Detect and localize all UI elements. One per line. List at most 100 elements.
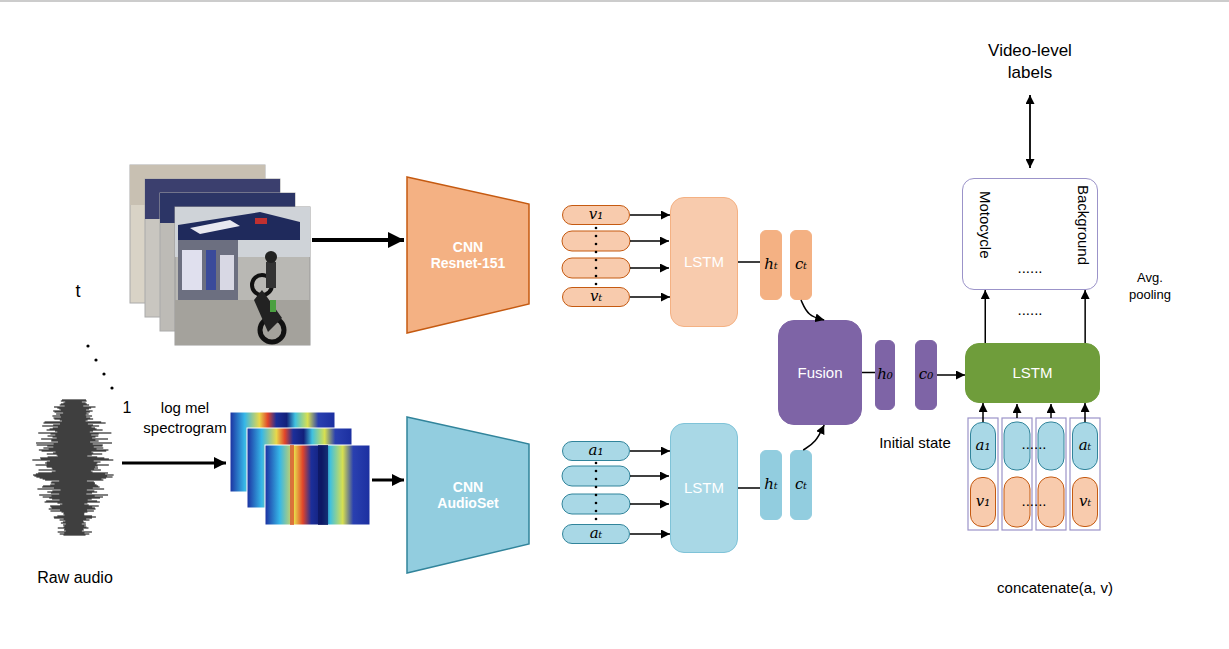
audio-waveform (54, 517, 96, 518)
empty-feature-pills (630, 503, 669, 505)
concat-pill: a₁ (970, 422, 996, 470)
video-frame-stack (255, 218, 267, 224)
ellipsis-dots (595, 267, 598, 270)
audio-waveform (58, 528, 89, 529)
video-frame-stack (266, 262, 276, 288)
audio-waveform (50, 485, 96, 486)
concat-pill: vₜ (1072, 477, 1098, 527)
audio-waveform (58, 442, 90, 443)
audio-waveform (53, 428, 95, 429)
audio-waveform (54, 444, 93, 445)
concat-pill: v₁ (970, 477, 996, 527)
initial-cell-state: c₀ (915, 340, 937, 410)
audio-waveform (60, 500, 88, 501)
concat-label: concatenate(a, v) (975, 578, 1135, 598)
ellipsis-dots (595, 486, 598, 489)
audio-waveform (57, 432, 90, 433)
video-frame-stack (175, 300, 310, 345)
audio-waveform (54, 407, 95, 408)
concat-pair-frames (968, 418, 1100, 530)
audio-waveform (45, 422, 102, 423)
video-frame-stack (130, 165, 310, 345)
audio-waveform (43, 479, 102, 480)
connector-arrow (1084, 403, 1086, 422)
audio-waveform (60, 520, 90, 521)
empty-feature-pills (562, 258, 630, 278)
audio-waveform (53, 447, 93, 448)
audio-waveform (63, 413, 86, 414)
audio-waveform (58, 427, 92, 428)
audio-waveform (61, 417, 86, 418)
audio-waveform (60, 420, 88, 421)
feature-pill: aₜ (562, 524, 630, 544)
node-text: aₜ (1079, 437, 1092, 454)
audio-waveform (43, 423, 105, 424)
audio-waveform (55, 412, 90, 413)
empty-feature-pills (630, 475, 669, 477)
connector-arrow (982, 403, 984, 422)
ellipsis-dots (595, 259, 598, 262)
audio-waveform (39, 450, 109, 451)
audio-waveform (64, 533, 84, 534)
empty-concat-pills (1004, 404, 1064, 527)
audio-waveform (50, 506, 99, 507)
connector-arrow (1084, 290, 1086, 343)
audio-waveform (53, 425, 93, 426)
ellipsis: ...... (1004, 491, 1064, 511)
feature-pill: v₁ (562, 205, 630, 225)
audio-waveform (58, 456, 88, 457)
audio-waveform (53, 418, 90, 419)
trapezoid-outline (407, 417, 529, 573)
node-text: vₜ (590, 288, 602, 305)
audio-waveform (66, 524, 82, 525)
audio-waveform (51, 493, 92, 494)
audio-waveform (60, 405, 89, 406)
cell-state: cₜ (790, 450, 812, 520)
frame-order-dots (102, 372, 105, 375)
audio-waveform (42, 451, 107, 452)
node-text: hₜ (764, 476, 777, 493)
audio-waveform (51, 496, 94, 497)
audio-waveform (42, 487, 100, 488)
audio-waveform (61, 523, 86, 524)
feature-pill: vₜ (562, 287, 630, 307)
empty-feature-pills (562, 466, 630, 486)
audio-waveform (56, 471, 91, 472)
audio-waveform (59, 409, 89, 410)
audio-waveform (38, 433, 111, 434)
empty-concat-pills (1016, 404, 1018, 418)
node-text: CNN Resnet-151 (428, 239, 508, 271)
audio-waveform (61, 404, 87, 405)
audio-waveform (57, 408, 91, 409)
audio-waveform (63, 403, 85, 404)
node-text: c₀ (919, 366, 933, 383)
feature-pill: a₁ (562, 441, 630, 461)
audio-waveform (57, 455, 92, 456)
connector-arrow (985, 290, 987, 343)
audio-waveform (43, 497, 103, 498)
audio-waveform (47, 464, 97, 465)
audio-waveform (47, 462, 101, 463)
hidden-state: hₜ (760, 450, 782, 520)
audio-waveform (47, 446, 102, 447)
audio-waveform (61, 410, 86, 411)
video-frame-stack (220, 255, 234, 290)
audio-waveform (42, 426, 99, 427)
audio-waveform (50, 461, 94, 462)
initial-hidden-state: h₀ (875, 340, 895, 410)
audio-waveform (60, 510, 87, 511)
audio-waveform (54, 419, 93, 420)
frame-order-dots (86, 344, 89, 347)
node-text: cₜ (795, 476, 807, 493)
audio-waveform (63, 525, 86, 526)
video-frame-stack (175, 207, 310, 345)
audio-waveform (57, 438, 92, 439)
node-text: Fusion (797, 364, 842, 381)
video-frame-stack (190, 220, 240, 234)
audio-waveform (43, 486, 98, 487)
audio-waveform (53, 453, 93, 454)
audio-waveform (40, 478, 107, 479)
audio-waveform (58, 532, 92, 533)
audio-waveform (45, 480, 103, 481)
